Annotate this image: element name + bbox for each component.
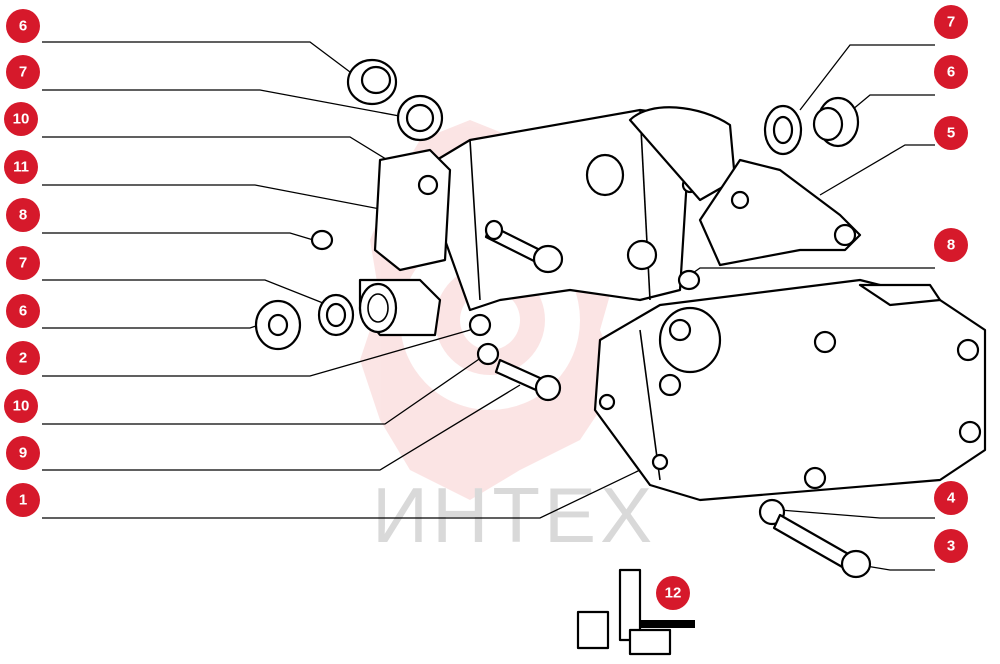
svg-text:4: 4 [947, 490, 956, 507]
svg-text:11: 11 [13, 159, 29, 176]
svg-text:8: 8 [947, 237, 955, 254]
svg-text:10: 10 [13, 111, 30, 128]
callouts: 6 7 10 11 8 7 6 2 10 9 1 [4, 5, 968, 610]
callout-5[interactable]: 5 [934, 116, 968, 150]
bolt-lower [468, 313, 562, 402]
callout-1[interactable]: 1 [6, 483, 40, 517]
svg-text:6: 6 [947, 64, 955, 81]
svg-text:3: 3 [947, 538, 955, 555]
svg-text:2: 2 [19, 350, 27, 367]
small-parts [254, 58, 872, 656]
callout-11[interactable]: 11 [4, 150, 38, 184]
callout-2[interactable]: 2 [6, 341, 40, 375]
mounting-arm [698, 158, 862, 267]
callout-10-upper[interactable]: 10 [4, 102, 38, 136]
plug-top-left [346, 58, 398, 106]
washer-top-left [396, 94, 444, 142]
washer-top-right [763, 104, 803, 156]
left-fitting [358, 148, 452, 337]
bolt-upper [484, 219, 564, 274]
svg-text:7: 7 [19, 64, 27, 81]
svg-text:12: 12 [665, 585, 682, 602]
svg-text:1: 1 [19, 492, 27, 509]
stud-set-12 [576, 568, 695, 656]
svg-text:7: 7 [947, 14, 955, 31]
svg-text:6: 6 [19, 303, 27, 320]
callout-3[interactable]: 3 [934, 529, 968, 563]
callout-6-mid-left[interactable]: 6 [6, 294, 40, 328]
callout-7-mid-left[interactable]: 7 [6, 246, 40, 280]
o-ring-right [677, 269, 701, 291]
plug-mid-left [254, 299, 302, 351]
svg-text:5: 5 [947, 125, 955, 142]
callout-6-top-right[interactable]: 6 [934, 55, 968, 89]
svg-text:10: 10 [13, 398, 30, 415]
long-bolt-3 [772, 513, 872, 579]
callout-8-left[interactable]: 8 [6, 198, 40, 232]
callout-8-right[interactable]: 8 [934, 228, 968, 262]
o-ring-left [310, 229, 334, 251]
bracket-housing [418, 106, 737, 312]
washer-mid-left [317, 293, 355, 337]
watermark-text: ИНТЕХ [372, 471, 656, 559]
callout-6-top-left[interactable]: 6 [6, 9, 40, 43]
svg-text:9: 9 [19, 445, 27, 462]
svg-text:8: 8 [19, 207, 27, 224]
callout-10-lower[interactable]: 10 [4, 389, 38, 423]
callout-9[interactable]: 9 [6, 436, 40, 470]
svg-text:6: 6 [19, 18, 27, 35]
callout-12[interactable]: 12 [656, 576, 690, 610]
callout-4[interactable]: 4 [934, 481, 968, 515]
plug-top-right [812, 96, 860, 148]
callout-7-top-right[interactable]: 7 [934, 5, 968, 39]
oil-cooler-body [593, 278, 987, 502]
svg-text:7: 7 [19, 255, 27, 272]
callout-7-top-left[interactable]: 7 [6, 55, 40, 89]
